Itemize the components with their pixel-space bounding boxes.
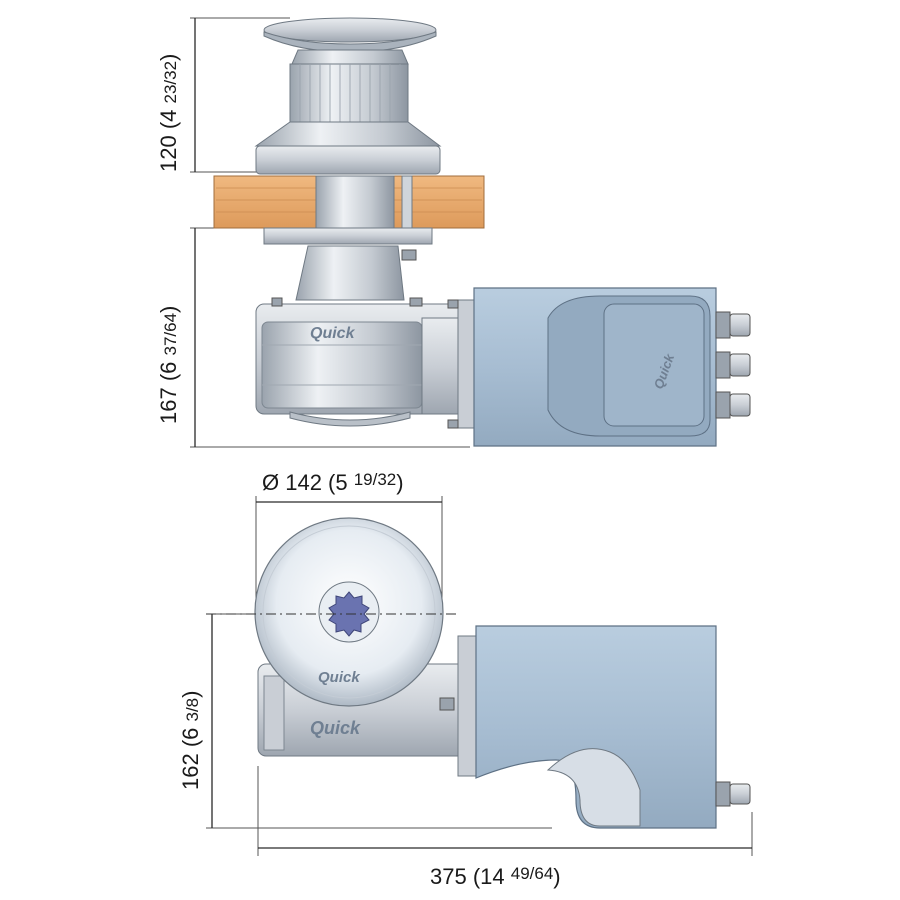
top-height-label: 120 (4 23/32) [156, 54, 181, 172]
plan-terminal [729, 783, 751, 805]
gearbox-logo: Quick [310, 325, 356, 342]
plan-height-label: 162 (6 3/8) [178, 691, 203, 790]
shaft [315, 175, 395, 229]
plan-gearbox-logo: Quick [310, 718, 361, 738]
diameter-label: Ø 142 (5 19/32) [262, 470, 404, 495]
total-length-label: 375 (14 49/64) [430, 864, 561, 889]
side-elevation: Quick Quick [190, 17, 751, 448]
body-height-label: 167 (6 37/64) [156, 306, 181, 424]
deck-base-flange [255, 145, 441, 175]
gearbox-neck [295, 245, 405, 301]
cap-top [263, 17, 437, 43]
plan-view: Quick Quick [206, 496, 753, 856]
motor-terminals [715, 311, 751, 419]
drum-logo: Quick [318, 669, 360, 686]
